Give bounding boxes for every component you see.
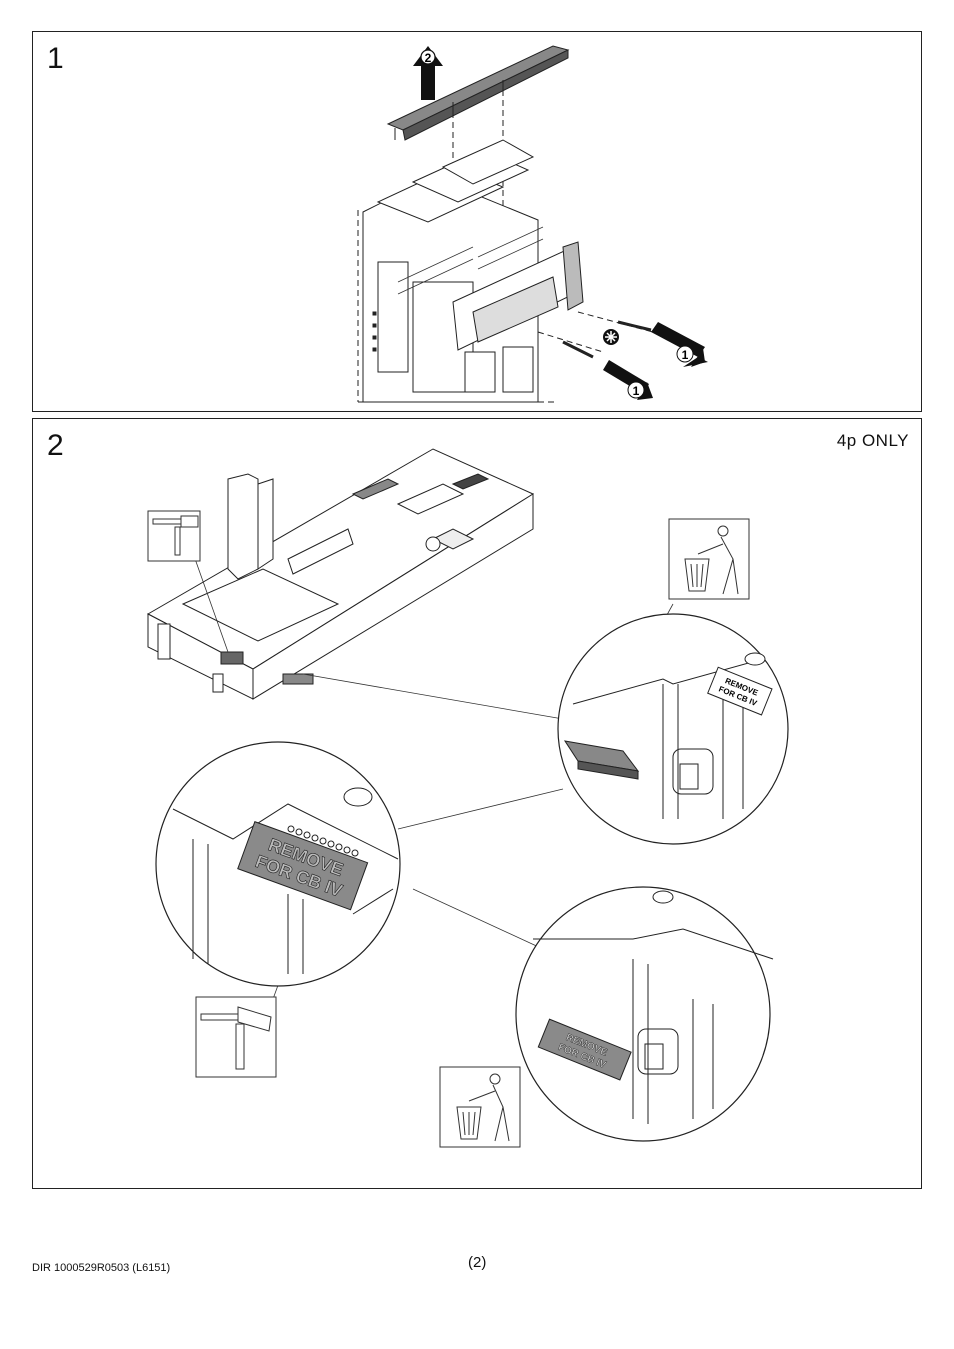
step-1-panel: 1 2 [32, 31, 922, 412]
step-1-illustration: 2 [357, 45, 708, 403]
detail-view-bottom-right: REMOVE FOR CB IV [515, 886, 774, 1142]
step-2-panel: 2 4p ONLY [32, 418, 922, 1189]
screw-right: 1 [617, 320, 708, 367]
document-id: DIR 1000529R0503 (L6151) [32, 1262, 171, 1274]
breaker-body [362, 139, 584, 403]
step-badge: 1 [682, 348, 689, 362]
step-badge: 1 [633, 384, 640, 398]
main-assembly [146, 448, 535, 700]
step-2-illustration: REMOVE FOR CB IV REMOVE FOR CB IV [146, 448, 789, 1148]
step-badge: 2 [425, 51, 432, 65]
torx-screwdriver-icon [603, 329, 619, 345]
top-cover-part [386, 45, 570, 141]
pole-note: 4p ONLY [836, 431, 909, 450]
hammer-icon [147, 510, 201, 562]
detail-view-left: REMOVE FOR CB IV [155, 741, 401, 987]
step-number: 1 [47, 42, 64, 75]
screw-left: 1 [562, 340, 653, 400]
trash-bin-icon [439, 1066, 521, 1148]
hammer-icon [195, 996, 277, 1078]
step-number: 2 [47, 429, 64, 462]
page-number: (2) [468, 1254, 487, 1271]
trash-bin-icon [668, 518, 750, 600]
arrow-up-icon: 2 [413, 46, 443, 100]
detail-view-top-right: REMOVE FOR CB IV [557, 613, 789, 845]
